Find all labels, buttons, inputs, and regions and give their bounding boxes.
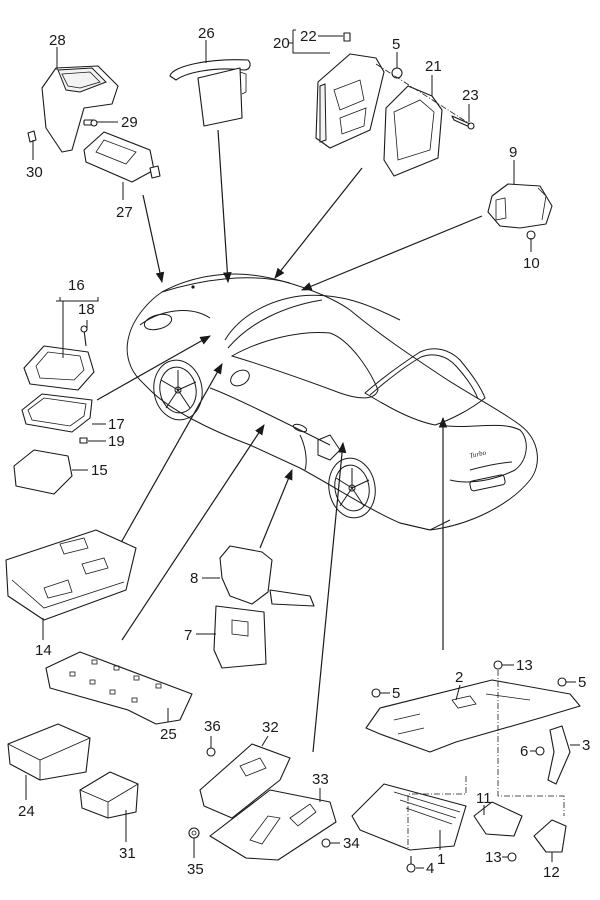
callout-25: 25 <box>160 726 177 743</box>
rear-wheel <box>328 457 376 519</box>
part-8-bracket[interactable] <box>219 545 315 607</box>
callout-32: 32 <box>262 719 279 736</box>
part-26-module-with-antenna[interactable] <box>169 59 251 127</box>
callout-35: 35 <box>187 861 204 878</box>
part-1-control-unit[interactable] <box>351 783 467 851</box>
callout-19: 19 <box>108 433 125 450</box>
part-29-screw[interactable] <box>83 119 98 127</box>
part-5-nut-top[interactable] <box>391 67 403 79</box>
part-27-control-unit[interactable] <box>83 131 161 183</box>
part-17-gasket[interactable] <box>21 393 93 433</box>
callout-23: 23 <box>462 87 479 104</box>
vehicle-badge: Turbo <box>469 449 488 460</box>
part-14-control-unit[interactable] <box>5 529 137 621</box>
callout-24: 24 <box>18 803 35 820</box>
part-5-nut-left[interactable] <box>371 688 381 698</box>
callout-8: 8 <box>190 570 198 587</box>
callout-6: 6 <box>520 743 528 760</box>
part-18-screw[interactable] <box>80 325 88 347</box>
callout-15: 15 <box>91 462 108 479</box>
callout-17: 17 <box>108 416 125 433</box>
part-35-grommet[interactable] <box>188 827 200 839</box>
callout-29: 29 <box>121 114 138 131</box>
location-arrows <box>96 129 483 753</box>
part-36-nut[interactable] <box>206 747 216 757</box>
part-15-control-unit[interactable] <box>13 449 73 495</box>
callout-2: 2 <box>455 669 463 686</box>
callout-13-bottom: 13 <box>485 849 502 866</box>
part-31-relay[interactable] <box>79 771 139 819</box>
callout-9: 9 <box>509 144 517 161</box>
part-6-nut[interactable] <box>535 746 545 756</box>
callout-5-top: 5 <box>392 36 400 53</box>
callout-1: 1 <box>437 851 445 868</box>
part-13-nut-top[interactable] <box>493 660 503 670</box>
part-32-control-unit[interactable] <box>199 743 291 819</box>
callout-27: 27 <box>116 204 133 221</box>
part-13-nut-bottom[interactable] <box>507 852 517 862</box>
callout-33: 33 <box>312 771 329 788</box>
callout-5-left: 5 <box>392 685 400 702</box>
callout-18: 18 <box>78 301 95 318</box>
callout-14: 14 <box>35 642 52 659</box>
front-wheel <box>153 359 203 421</box>
part-22-clip[interactable] <box>343 32 351 42</box>
part-33-bracket[interactable] <box>209 789 337 861</box>
callout-30: 30 <box>26 164 43 181</box>
part-5-nut-right[interactable] <box>557 677 567 687</box>
part-11-module[interactable] <box>473 801 523 837</box>
part-30-clip[interactable] <box>27 130 37 143</box>
callout-16: 16 <box>68 277 85 294</box>
part-25-mounting-plate[interactable] <box>45 651 193 725</box>
callout-10: 10 <box>523 255 540 272</box>
hood-badge-dot <box>191 285 195 289</box>
part-28-bracket[interactable] <box>41 65 119 153</box>
callout-5-right: 5 <box>578 674 586 691</box>
callout-34: 34 <box>343 835 360 852</box>
callout-labels: 28 29 30 27 26 20 22 5 21 23 9 10 16 18 … <box>18 25 590 881</box>
callout-20: 20 <box>273 35 290 52</box>
part-34-nut[interactable] <box>321 838 331 848</box>
part-20-control-unit[interactable] <box>315 53 385 149</box>
part-9-relay-module[interactable] <box>487 183 553 229</box>
part-4-screw[interactable] <box>406 856 416 873</box>
part-12-bracket[interactable] <box>533 819 567 853</box>
leader-lines <box>25 29 580 869</box>
callout-21: 21 <box>425 58 442 75</box>
part-10-nut[interactable] <box>526 230 536 240</box>
callout-3: 3 <box>582 737 590 754</box>
car-illustration: Turbo <box>126 273 538 531</box>
part-16-control-unit-cover[interactable] <box>23 345 95 391</box>
part-3-bracket[interactable] <box>547 725 571 785</box>
callout-22: 22 <box>300 28 317 45</box>
part-24-control-unit[interactable] <box>7 723 91 781</box>
part-21-cover[interactable] <box>383 85 443 177</box>
part-19-clip[interactable] <box>79 437 88 444</box>
part-7-engine-control-unit[interactable] <box>213 605 267 669</box>
callout-12: 12 <box>543 864 560 881</box>
callout-4: 4 <box>426 860 434 877</box>
callout-11: 11 <box>476 790 492 807</box>
callout-28: 28 <box>49 32 66 49</box>
callout-26: 26 <box>198 25 215 42</box>
callout-36: 36 <box>204 718 221 735</box>
callout-13-top: 13 <box>516 657 533 674</box>
callout-31: 31 <box>119 845 136 862</box>
part-2-mounting-bracket[interactable] <box>365 679 581 753</box>
part-23-screw[interactable] <box>451 115 475 130</box>
callout-7: 7 <box>184 627 192 644</box>
